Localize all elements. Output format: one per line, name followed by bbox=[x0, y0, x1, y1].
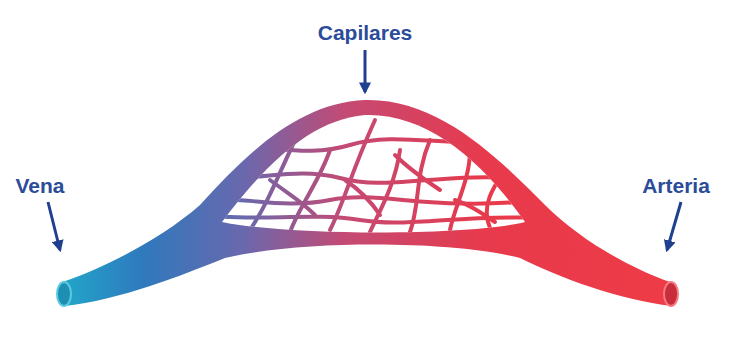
leader-arrow bbox=[667, 202, 681, 250]
vein-opening bbox=[57, 282, 71, 306]
part-label: Capilares bbox=[318, 21, 413, 44]
artery-opening bbox=[664, 282, 678, 306]
part-label: Arteria bbox=[642, 174, 710, 197]
capillary-network bbox=[200, 120, 540, 232]
leader-arrow bbox=[48, 202, 60, 250]
leader-arrow bbox=[364, 50, 367, 92]
part-label: Vena bbox=[15, 174, 64, 197]
vessel-body bbox=[62, 100, 672, 306]
